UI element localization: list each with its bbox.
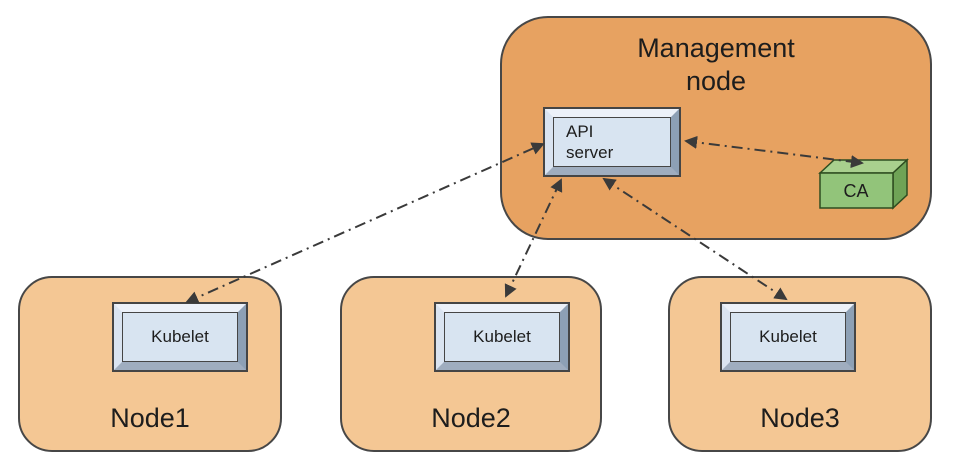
kubelet-bevel-node1 bbox=[114, 304, 246, 370]
worker-node-1-label: Node1 bbox=[110, 403, 190, 433]
ca-label: CA bbox=[843, 181, 868, 201]
kubelet-face-node2: Kubelet bbox=[444, 312, 560, 362]
management-node-title-line2: node bbox=[685, 65, 747, 96]
worker-node-1: Kubelet Node1 bbox=[18, 276, 282, 452]
ca-box: CA bbox=[818, 158, 909, 210]
worker-node-3: Kubelet Node3 bbox=[668, 276, 932, 452]
api-server-bevel bbox=[545, 109, 679, 175]
kubelet-label-node1: Kubelet bbox=[151, 327, 209, 347]
kubelet-face-node1: Kubelet bbox=[122, 312, 238, 362]
api-server-face: API server bbox=[553, 117, 671, 167]
kubelet-label-node2: Kubelet bbox=[473, 327, 531, 347]
ca-box-front-face bbox=[819, 172, 894, 209]
kubelet-face-node3: Kubelet bbox=[730, 312, 846, 362]
kubelet-box-node2: Kubelet bbox=[434, 302, 570, 372]
management-node: Management node API server CA bbox=[500, 16, 932, 240]
management-node-title: Management node bbox=[502, 32, 930, 98]
api-server-box: API server bbox=[543, 107, 681, 177]
api-server-label-line1: API bbox=[566, 121, 594, 141]
worker-node-2-label: Node2 bbox=[431, 403, 511, 433]
kubelet-box-node3: Kubelet bbox=[720, 302, 856, 372]
kubelet-label-node3: Kubelet bbox=[759, 327, 817, 347]
api-server-label-line2: server bbox=[566, 143, 614, 162]
worker-node-2: Kubelet Node2 bbox=[340, 276, 602, 452]
kubelet-bevel-node3 bbox=[722, 304, 854, 370]
kubelet-bevel-node2 bbox=[436, 304, 568, 370]
worker-node-3-label: Node3 bbox=[760, 403, 840, 433]
management-node-title-line1: Management bbox=[637, 33, 795, 63]
ca-box-top-face bbox=[818, 159, 909, 174]
kubelet-box-node1: Kubelet bbox=[112, 302, 248, 372]
